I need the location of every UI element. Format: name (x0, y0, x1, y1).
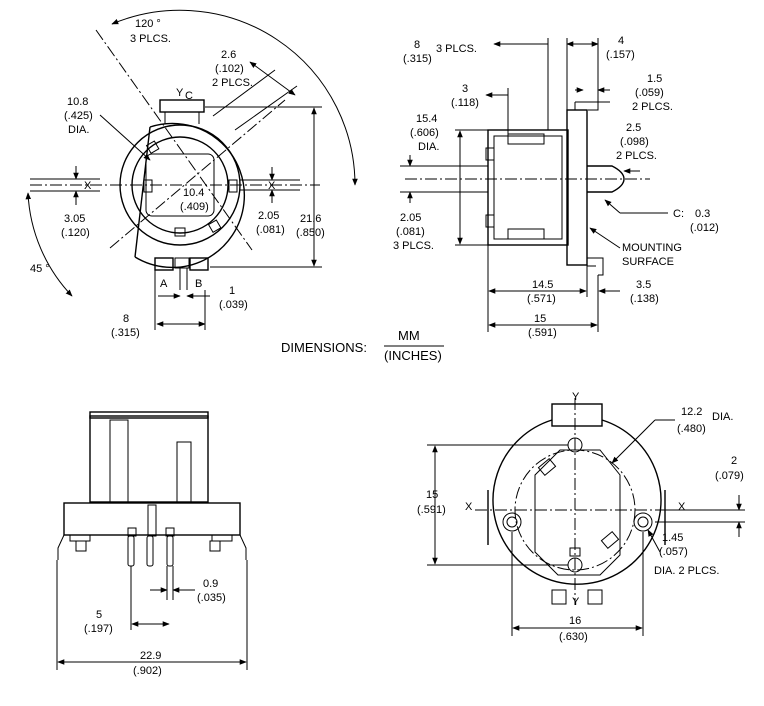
pitch-mm: 5 (96, 609, 102, 621)
label-x-right: X (678, 501, 686, 513)
off-right-mm: 2.05 (258, 210, 279, 222)
width-in: (.902) (133, 665, 162, 677)
dia-outer-note: DIA. (68, 124, 89, 136)
pin-width-note: 2 PLCS. (212, 77, 253, 89)
inner-in: (.409) (180, 201, 209, 213)
tab-mm: 8 (414, 39, 420, 51)
top-w-in: (.157) (606, 49, 635, 61)
lead-note: 2 PLCS. (616, 150, 657, 162)
units-num: MM (398, 328, 420, 343)
bottom-view-body (487, 403, 666, 605)
hole-mm: 1.45 (662, 532, 683, 544)
dia-mm: 12.2 (681, 406, 702, 418)
dia-outer-leader (99, 114, 151, 161)
lead-in: (.098) (620, 136, 649, 148)
inner-mm: 10.4 (183, 187, 204, 199)
off-mm: 2 (731, 455, 737, 467)
dia-in: (.606) (410, 127, 439, 139)
angle-45-label: 45 ° (30, 263, 50, 275)
pitch-in: (.039) (219, 299, 248, 311)
shaft-in: (.118) (451, 97, 479, 109)
units-label: DIMENSIONS: (281, 340, 367, 355)
tail-mm: 3.5 (636, 279, 651, 291)
dia-outer-mm: 10.8 (67, 96, 88, 108)
tab-in: (.315) (403, 53, 432, 65)
height-mm: 15 (426, 489, 438, 501)
mount-2: SURFACE (622, 256, 674, 268)
label-y-bottom: Y (572, 596, 580, 608)
base-mm: 8 (123, 313, 129, 325)
dia-outer-in: (.425) (64, 110, 93, 122)
angle-120-note: 3 PLCS. (130, 33, 171, 45)
pin-width-mm: 2.6 (221, 49, 236, 61)
off-in: (.081) (396, 226, 425, 238)
label-y: Y (176, 87, 184, 99)
total-mm: 15 (534, 313, 546, 325)
c-mm: 0.3 (695, 208, 710, 220)
units-den: (INCHES) (384, 348, 442, 363)
pitch-mm: 1 (229, 285, 235, 297)
off-note: 3 PLCS. (393, 240, 434, 252)
hole-in: (.057) (659, 546, 688, 558)
c-label: C: (673, 208, 684, 220)
flange-note: 2 PLCS. (632, 101, 673, 113)
off-left-mm: 3.05 (64, 213, 85, 225)
height-in: (.591) (417, 504, 446, 516)
base-in: (.315) (111, 327, 140, 339)
angle-45-arc (25, 192, 73, 297)
pitch-in: (.197) (84, 623, 113, 635)
pin-width-dim (249, 61, 296, 96)
c-leader-2 (604, 199, 621, 214)
height-in: (.850) (296, 227, 325, 239)
total-in: (.591) (528, 327, 557, 339)
angle-120-arc (111, 9, 358, 186)
dia-note: DIA. (418, 141, 439, 153)
tail-in: (.138) (630, 293, 659, 305)
width-mm: 22.9 (140, 650, 161, 662)
angle-120-label: 120 ° (135, 18, 161, 30)
label-c: C (185, 90, 193, 102)
front-view-body (57, 411, 247, 567)
pin-a-label: A (160, 278, 168, 290)
top-left-view: 120 ° 3 PLCS. 45 ° 2.6 (.102) 2 PLCS. 10… (25, 9, 358, 339)
mount-leader (589, 227, 621, 249)
hole-note: DIA. 2 PLCS. (654, 565, 719, 577)
units-note: DIMENSIONS: MM (INCHES) (281, 328, 444, 363)
dia-note: DIA. (712, 411, 733, 423)
flange-mm: 1.5 (647, 73, 662, 85)
label-x-right: X (268, 180, 276, 192)
body-in: (.571) (527, 293, 556, 305)
top-right-view: 8 (.315) 3 PLCS. 4 (.157) 3 (.118) 1.5 (… (393, 35, 719, 339)
pin-b-label: B (195, 278, 202, 290)
mount-1: MOUNTING (622, 242, 682, 254)
off-left-in: (.120) (61, 227, 90, 239)
label-x-left: X (465, 501, 473, 513)
c-in: (.012) (690, 222, 719, 234)
pin-mm: 0.9 (203, 578, 218, 590)
pin-in: (.035) (197, 592, 226, 604)
label-y-top: Y (572, 391, 580, 403)
off-right-in: (.081) (256, 224, 285, 236)
dia-mm: 15.4 (416, 113, 437, 125)
dia-leader-2 (611, 419, 656, 464)
flange-in: (.059) (635, 87, 664, 99)
body-mm: 14.5 (532, 279, 553, 291)
off-in: (.079) (715, 470, 744, 482)
height-mm: 21.6 (300, 213, 321, 225)
bottom-left-view: 0.9 (.035) 5 (.197) 22.9 (.902) (56, 411, 248, 677)
top-w-mm: 4 (618, 35, 624, 47)
off-mm: 2.05 (400, 212, 421, 224)
dia-in: (.480) (677, 423, 706, 435)
lead-mm: 2.5 (626, 122, 641, 134)
label-x-left: X (84, 180, 92, 192)
bottom-right-view: Y Y X X 12.2 DIA. (.480) 2 (.079) 15 (.5… (417, 391, 745, 643)
width-mm: 16 (569, 615, 581, 627)
tab-note: 3 PLCS. (436, 43, 477, 55)
shaft-mm: 3 (462, 83, 468, 95)
pin-width-in: (.102) (215, 63, 244, 75)
side-view-body (485, 101, 625, 276)
width-in: (.630) (559, 631, 588, 643)
hole-leader (647, 529, 661, 553)
